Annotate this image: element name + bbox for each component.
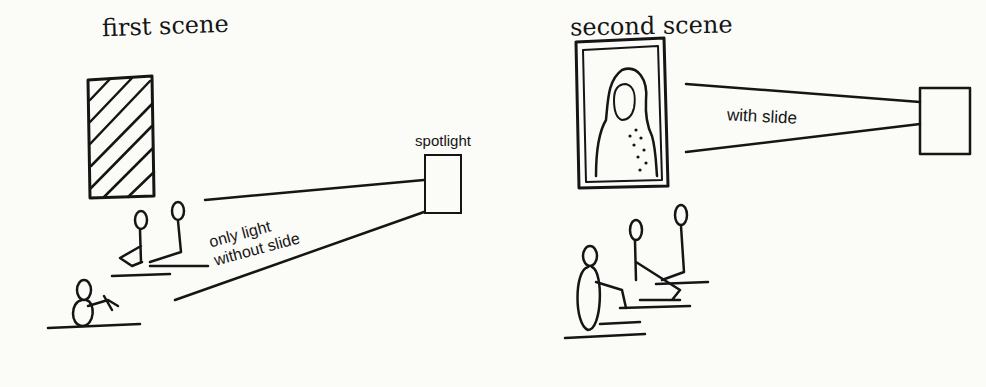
scene-label: with slide: [727, 105, 798, 129]
light-beam: [686, 84, 920, 152]
portrait-frame: [576, 38, 668, 188]
spotlight-lamp: spotlight: [413, 132, 473, 214]
lamp-body: [424, 154, 462, 214]
lamp-label: spotlight: [413, 132, 473, 150]
light-beam: [175, 180, 424, 300]
audience: [565, 205, 708, 338]
blank-frame: [88, 76, 154, 198]
projector: [920, 88, 970, 154]
scene-label: first scene: [102, 10, 230, 43]
scene-label: only light without slide: [207, 204, 323, 270]
audience: [48, 202, 208, 328]
scene-label: second scene: [570, 11, 733, 43]
